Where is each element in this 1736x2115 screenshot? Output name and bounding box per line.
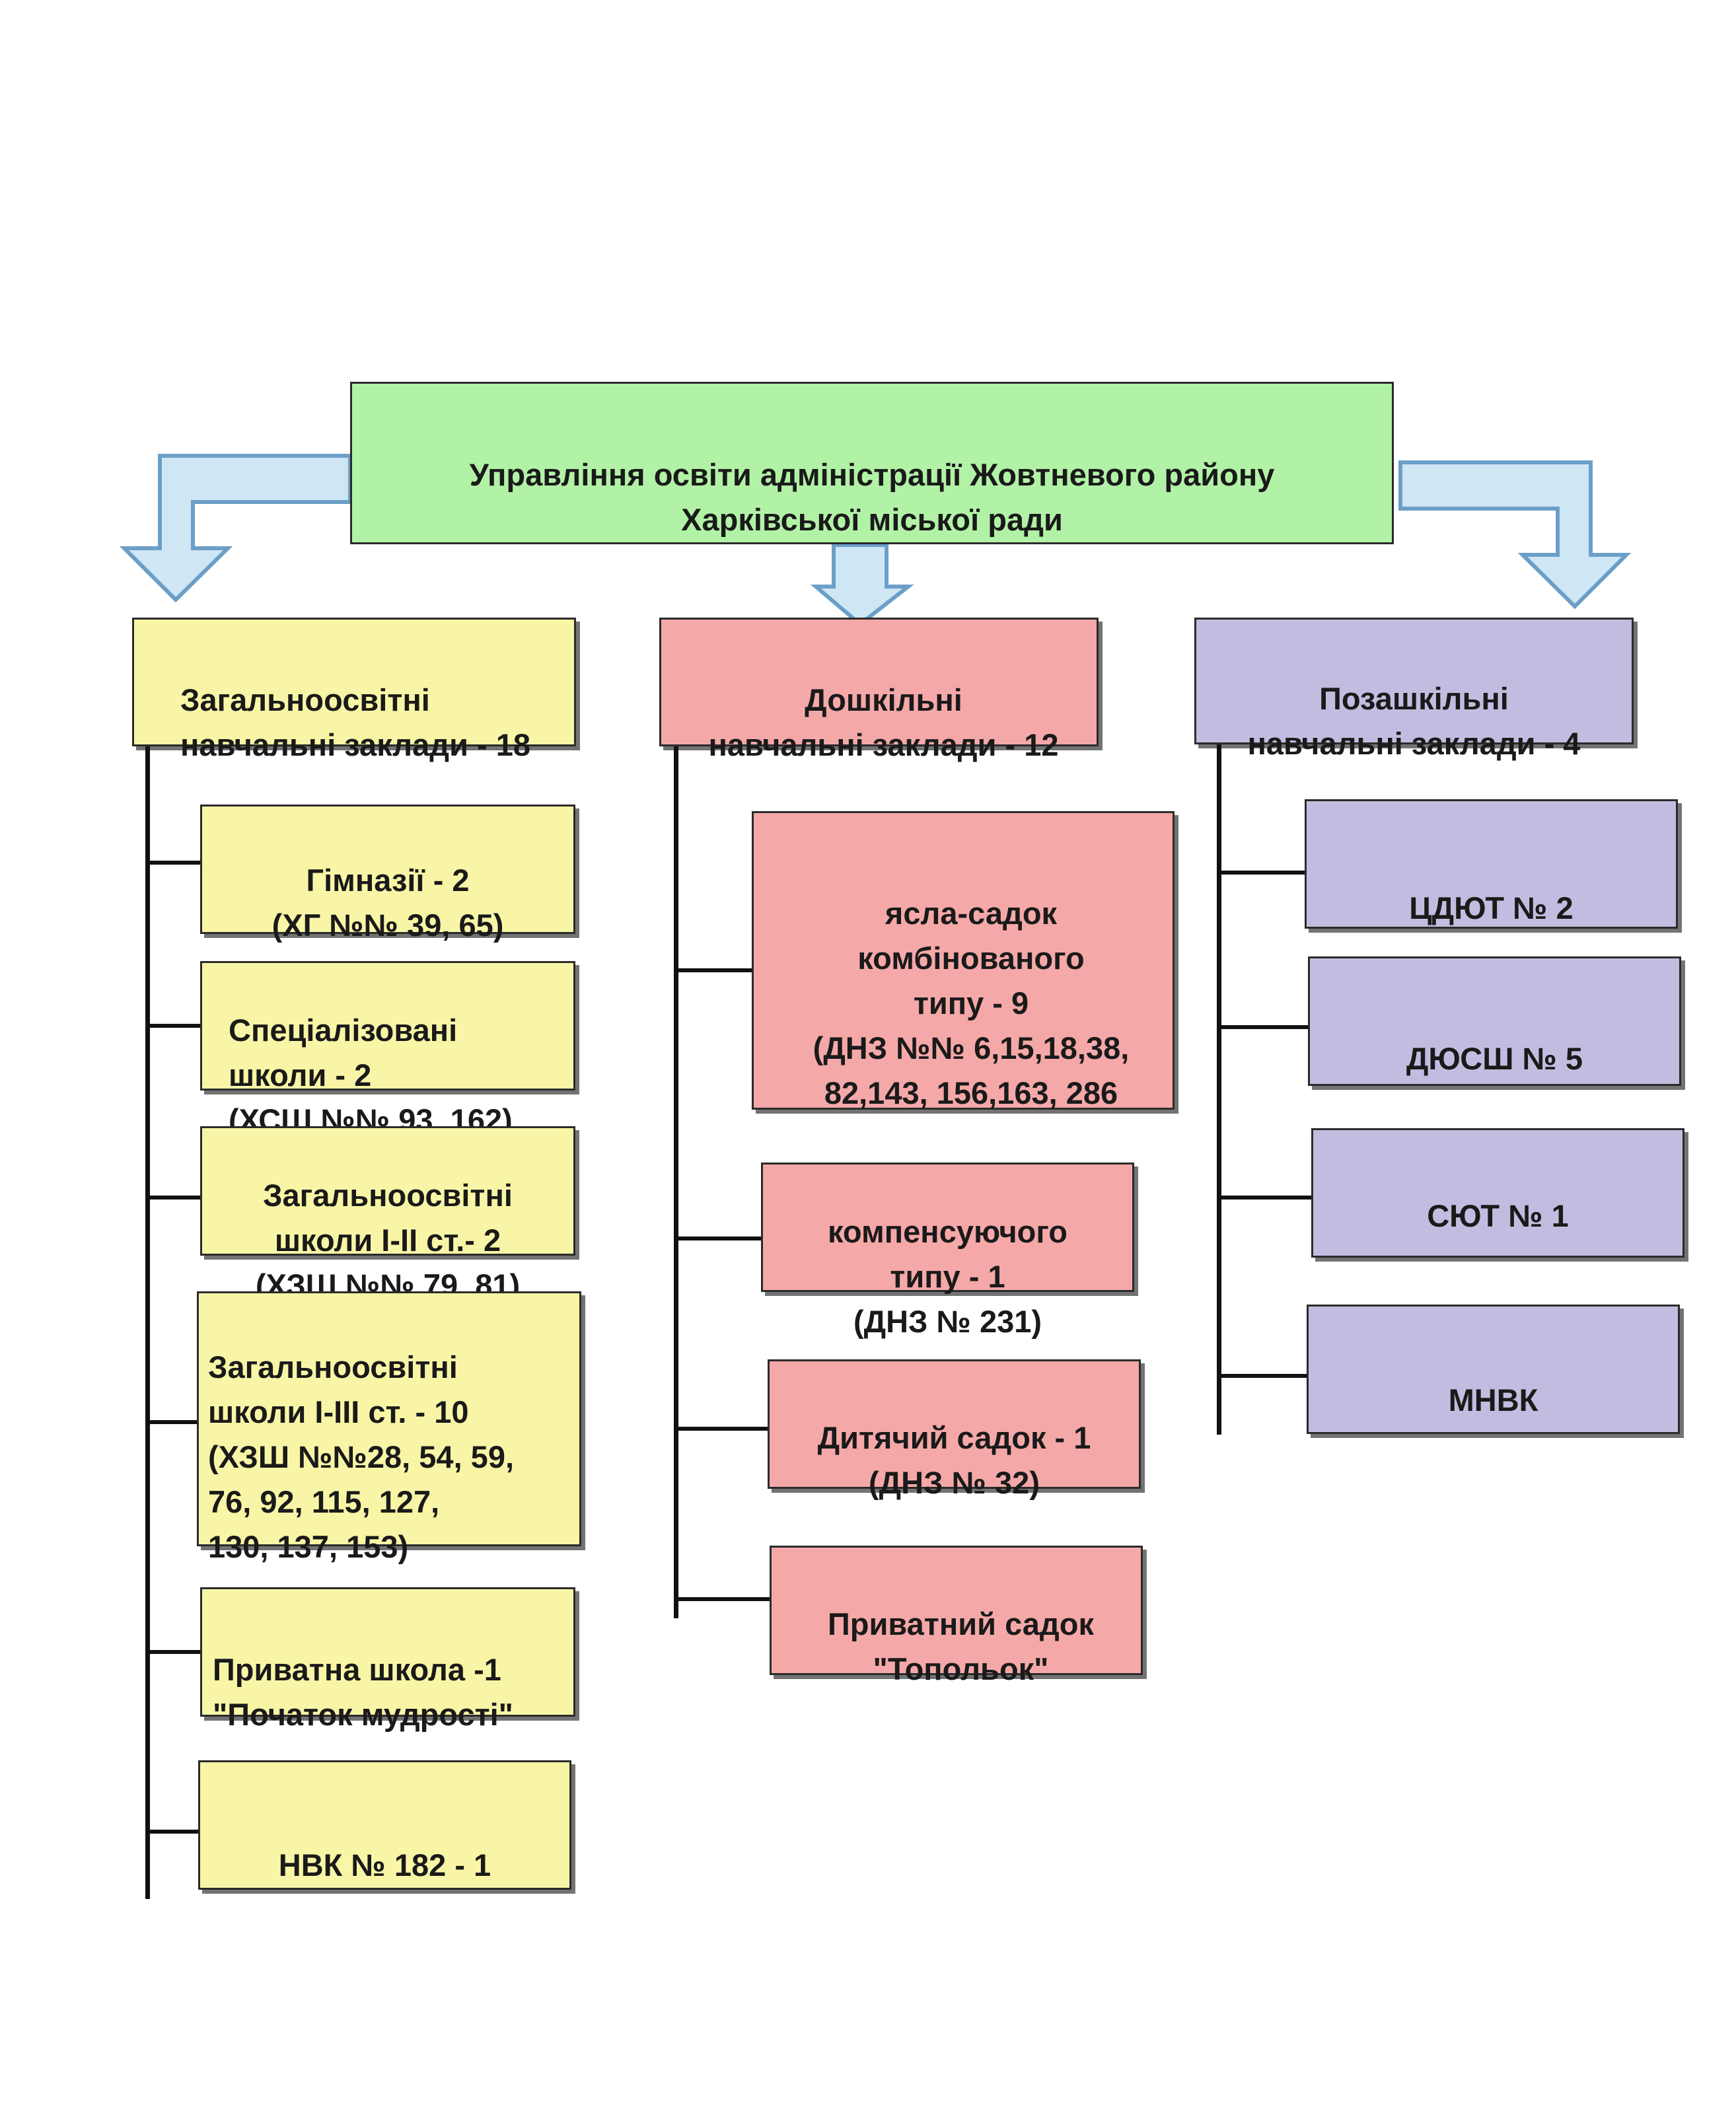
item-text: ЦДЮТ № 2 xyxy=(1409,890,1573,925)
school-item-nvk: НВК № 182 - 1 xyxy=(198,1760,571,1890)
branch-extracurricular: Позашкільні навчальні заклади - 4 xyxy=(1194,618,1634,761)
arrow-center-icon xyxy=(810,543,914,627)
connector-line xyxy=(145,861,201,865)
school-item-specialized: Спеціалізовані школи - 2 (ХСШ №№ 93, 162… xyxy=(200,961,575,1137)
item-text: Спеціалізовані школи - 2 (ХСШ №№ 93, 162… xyxy=(229,1013,513,1137)
branch-preschools: Дошкільні навчальні заклади - 12 xyxy=(659,618,1099,762)
item-text: Дитячий садок - 1 (ДНЗ № 32) xyxy=(817,1420,1091,1500)
connector-line xyxy=(1217,1025,1309,1029)
branch-general-schools: Загальноосвітні навчальні заклади - 18 xyxy=(132,618,576,762)
connector-line xyxy=(1217,1196,1315,1200)
item-text: МНВК xyxy=(1448,1382,1538,1417)
item-text: Загальноосвітні школи І-ІІ ст.- 2 (ХЗШ №… xyxy=(255,1178,521,1303)
connector-line xyxy=(145,1420,201,1424)
root-box: Управління освіти адміністрації Жовтнево… xyxy=(350,382,1394,544)
connector-line xyxy=(145,1830,201,1834)
branch-title: Загальноосвітні навчальні заклади - 18 xyxy=(180,682,531,762)
item-text: компенсуючого типу - 1 (ДНЗ № 231) xyxy=(828,1214,1067,1339)
branch-title: Позашкільні навчальні заклади - 4 xyxy=(1247,681,1581,761)
school-item-gymnasiums: Гімназії - 2 (ХГ №№ 39, 65) xyxy=(200,805,575,943)
preschool-item-compensating: компенсуючого типу - 1 (ДНЗ № 231) xyxy=(761,1163,1134,1339)
connector-line xyxy=(674,746,678,1618)
extracurricular-item-syut: СЮТ № 1 xyxy=(1311,1128,1684,1258)
extracurricular-item-mnvk: МНВК xyxy=(1307,1305,1680,1434)
extracurricular-item-cdyut: ЦДЮТ № 2 xyxy=(1305,799,1678,929)
arrow-right-icon xyxy=(1398,460,1632,610)
preschool-item-combined: ясла-садок комбінованого типу - 9 (ДНЗ №… xyxy=(752,811,1175,1110)
item-text: Загальноосвітні школи І-ІІІ ст. - 10 (ХЗ… xyxy=(208,1349,515,1564)
item-text: Гімназії - 2 (ХГ №№ 39, 65) xyxy=(271,863,504,943)
connector-line xyxy=(1217,744,1221,1435)
school-item-i-iii: Загальноосвітні школи І-ІІІ ст. - 10 (ХЗ… xyxy=(197,1291,581,1564)
preschool-item-kindergarten: Дитячий садок - 1 (ДНЗ № 32) xyxy=(768,1359,1141,1500)
connector-line xyxy=(674,968,753,972)
connector-line xyxy=(145,746,150,1899)
connector-line xyxy=(674,1427,770,1431)
connector-line xyxy=(674,1597,772,1601)
connector-line xyxy=(145,1024,201,1028)
branch-title: Дошкільні навчальні заклади - 12 xyxy=(708,682,1059,762)
connector-line xyxy=(145,1650,201,1654)
arrow-left-icon xyxy=(119,454,352,603)
extracurricular-item-dyussh: ДЮСШ № 5 xyxy=(1308,956,1681,1086)
connector-line xyxy=(674,1237,763,1240)
connector-line xyxy=(1217,871,1306,875)
item-text: Приватна школа -1 "Початок мудрості" xyxy=(213,1652,513,1732)
school-item-i-ii: Загальноосвітні школи І-ІІ ст.- 2 (ХЗШ №… xyxy=(200,1126,575,1303)
preschool-item-private: Приватний садок "Топольок" xyxy=(770,1546,1143,1686)
item-text: ясла-садок комбінованого типу - 9 (ДНЗ №… xyxy=(813,896,1130,1110)
root-title: Управління освіти адміністрації Жовтнево… xyxy=(469,457,1275,537)
item-text: Приватний садок "Топольок" xyxy=(828,1606,1094,1686)
item-text: ДЮСШ № 5 xyxy=(1406,1041,1583,1076)
connector-line xyxy=(1217,1374,1309,1378)
item-text: СЮТ № 1 xyxy=(1427,1198,1569,1233)
school-item-private: Приватна школа -1 "Початок мудрості" xyxy=(200,1587,575,1732)
connector-line xyxy=(145,1196,201,1200)
item-text: НВК № 182 - 1 xyxy=(278,1847,491,1882)
